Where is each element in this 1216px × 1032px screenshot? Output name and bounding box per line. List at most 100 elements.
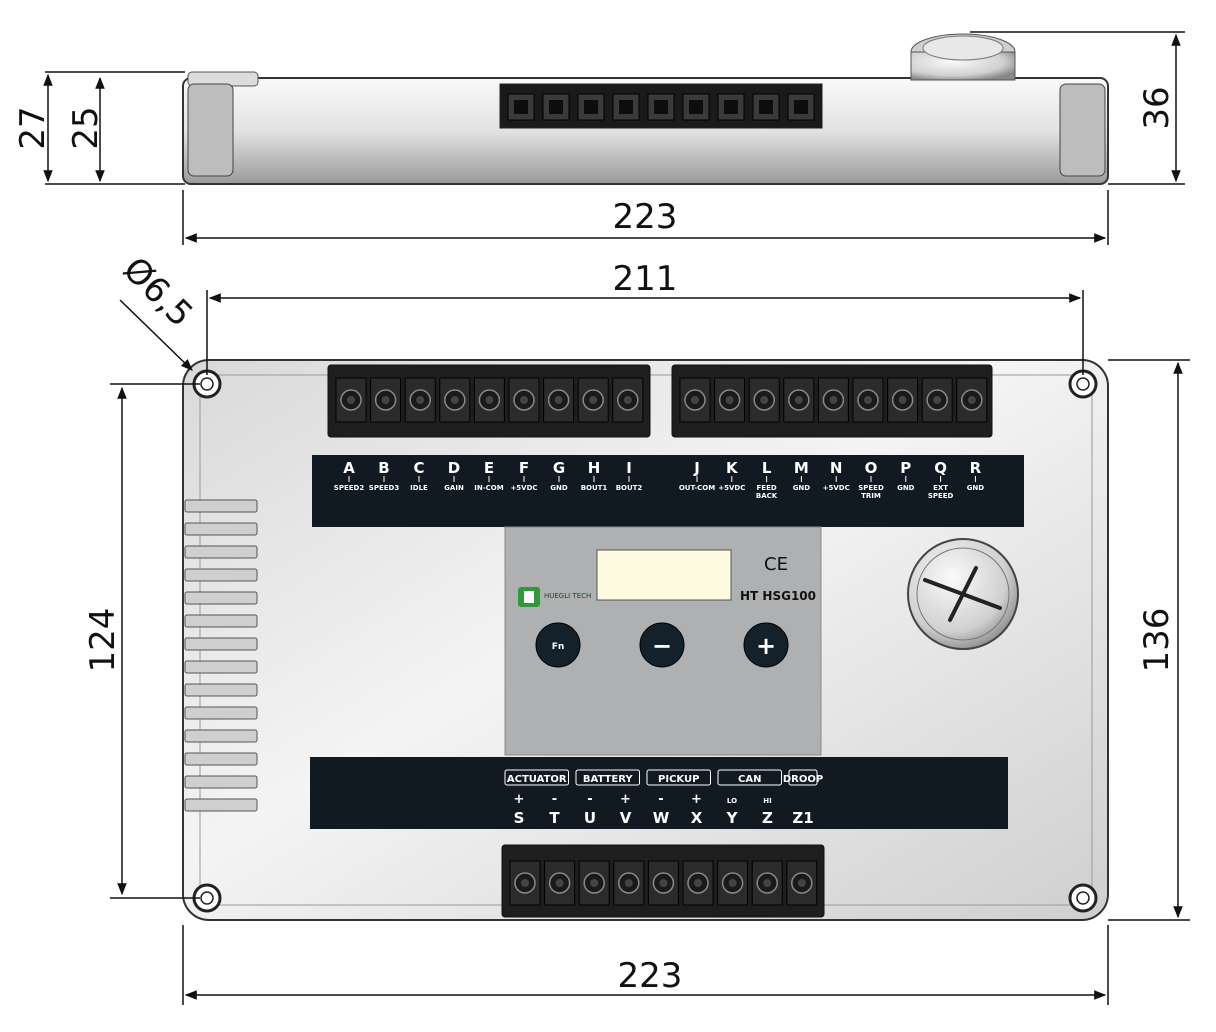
fn-button[interactable]: Fn xyxy=(535,622,581,668)
dim-27-label: 27 xyxy=(13,106,53,149)
terminal-letter: P xyxy=(900,459,911,477)
terminal-screw[interactable] xyxy=(577,377,609,423)
fin xyxy=(184,683,258,697)
terminal-screw[interactable] xyxy=(543,377,575,423)
terminal-function: GAIN xyxy=(444,484,464,492)
side-terminal-slot xyxy=(542,93,570,121)
terminal-function: +5VDC xyxy=(510,484,537,492)
terminal-screw[interactable] xyxy=(783,377,815,423)
bottom-terminal-label: +S xyxy=(514,792,525,827)
terminal-function: IDLE xyxy=(410,484,428,492)
bottom-terminal-label: -U xyxy=(584,792,596,827)
terminal-screw[interactable] xyxy=(817,377,849,423)
minus-button[interactable]: − xyxy=(639,622,685,668)
bottom-terminal-label: Z1 xyxy=(792,809,813,827)
heat-sink-fins xyxy=(184,499,258,812)
terminal-screw[interactable] xyxy=(679,377,711,423)
terminal-letter: I xyxy=(626,459,632,477)
svg-text:CAN: CAN xyxy=(738,774,761,785)
top-terminal-label: EIN-COM xyxy=(474,459,503,492)
terminal-letter: Z1 xyxy=(792,809,813,827)
fin xyxy=(184,706,258,720)
adjustment-knob[interactable] xyxy=(907,538,1019,650)
terminal-letter: L xyxy=(762,459,772,477)
terminal-function: GND xyxy=(550,484,568,492)
side-terminal-slot xyxy=(682,93,710,121)
terminal-screw[interactable] xyxy=(647,860,679,906)
fin xyxy=(184,729,258,743)
terminal-screw[interactable] xyxy=(612,377,644,423)
bottom-group-label: BATTERY xyxy=(575,769,640,786)
terminal-screw[interactable] xyxy=(887,377,919,423)
svg-text:HUEGLI TECH: HUEGLI TECH xyxy=(544,592,591,600)
terminal-function: GND xyxy=(967,484,985,492)
fin xyxy=(184,545,258,559)
svg-text:Fn: Fn xyxy=(552,642,565,652)
terminal-letter: T xyxy=(549,809,560,827)
dim-25-label: 25 xyxy=(66,106,106,149)
terminal-screw[interactable] xyxy=(578,860,610,906)
terminal-screw[interactable] xyxy=(404,377,436,423)
terminal-screw[interactable] xyxy=(509,860,541,906)
bottom-terminal-label: HIZ xyxy=(762,797,773,827)
terminal-function: +5VDC xyxy=(823,484,850,492)
terminal-screw[interactable] xyxy=(717,860,749,906)
terminal-screw[interactable] xyxy=(544,860,576,906)
terminal-screw[interactable] xyxy=(751,860,783,906)
terminal-letter: O xyxy=(865,459,878,477)
terminal-letter: G xyxy=(553,459,565,477)
svg-text:BATTERY: BATTERY xyxy=(583,774,633,785)
terminal-screw[interactable] xyxy=(748,377,780,423)
terminal-screw[interactable] xyxy=(473,377,505,423)
terminal-screw[interactable] xyxy=(852,377,884,423)
terminal-letter: Z xyxy=(762,809,773,827)
svg-text:DROOP: DROOP xyxy=(783,774,823,785)
terminal-function: FEED xyxy=(757,484,777,492)
terminal-screw[interactable] xyxy=(921,377,953,423)
terminal-screw[interactable] xyxy=(714,377,746,423)
side-terminal-slot xyxy=(787,93,815,121)
plus-button[interactable]: + xyxy=(743,622,789,668)
bottom-terminal-label: +X xyxy=(691,792,703,827)
terminal-screw[interactable] xyxy=(956,377,988,423)
bottom-group-label: ACTUATOR xyxy=(504,769,569,786)
dim-124-label: 124 xyxy=(83,608,123,673)
terminal-screw[interactable] xyxy=(786,860,818,906)
side-terminal-slot xyxy=(752,93,780,121)
fin xyxy=(184,637,258,651)
terminal-function: SPEED xyxy=(858,484,884,492)
svg-text:PICKUP: PICKUP xyxy=(658,774,699,785)
terminal-screw[interactable] xyxy=(682,860,714,906)
terminal-screw[interactable] xyxy=(508,377,540,423)
terminal-function: SPEED3 xyxy=(369,484,400,492)
lcd-display xyxy=(596,549,732,601)
fin xyxy=(184,752,258,766)
bottom-terminal-label: +V xyxy=(620,792,632,827)
terminal-function: EXT xyxy=(933,484,948,492)
terminal-letter: V xyxy=(620,809,632,827)
side-terminal-slot xyxy=(647,93,675,121)
top-terminal-label: F+5VDC xyxy=(510,459,537,492)
side-terminal-slot xyxy=(507,93,535,121)
fin xyxy=(184,775,258,789)
terminal-function: SPEED2 xyxy=(334,484,365,492)
terminal-function: GND xyxy=(793,484,811,492)
bottom-terminal-label: -W xyxy=(653,792,670,827)
terminal-screw[interactable] xyxy=(439,377,471,423)
terminal-screw[interactable] xyxy=(335,377,367,423)
terminal-function: IN-COM xyxy=(474,484,503,492)
bottom-label-strip xyxy=(310,757,1008,829)
top-label-strip xyxy=(312,455,1024,527)
terminal-function: SPEED xyxy=(928,492,954,500)
terminal-letter: D xyxy=(448,459,460,477)
model-label: HT HSG100 xyxy=(740,589,816,603)
terminal-screw[interactable] xyxy=(370,377,402,423)
terminal-screw[interactable] xyxy=(613,860,645,906)
terminal-function: BOUT1 xyxy=(581,484,608,492)
